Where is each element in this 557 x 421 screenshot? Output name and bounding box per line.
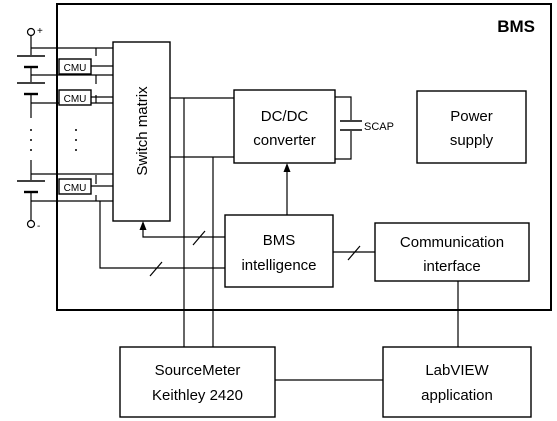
plus-terminal-label: +: [37, 26, 43, 37]
minus-terminal-label: -: [37, 221, 40, 232]
sourcemeter-line1: SourceMeter: [155, 362, 241, 379]
switch-matrix: Switch matrix: [112, 41, 171, 222]
cmu-1: CMU: [58, 58, 92, 75]
cmu-n-label: CMU: [64, 183, 87, 194]
power-supply-line1: Power: [450, 108, 493, 125]
internal-wiring: [99, 96, 459, 381]
bms-intelligence-line1: BMS: [263, 232, 296, 249]
bms-intelligence-line2: intelligence: [241, 257, 316, 274]
cmu-n: CMU: [58, 178, 92, 195]
labview-application: LabVIEW application: [382, 346, 532, 418]
comm-interface-line1: Communication: [400, 234, 504, 251]
cmu-1-label: CMU: [64, 63, 87, 74]
sourcemeter: SourceMeter Keithley 2420: [119, 346, 276, 418]
dcdc-label-line1: DC/DC: [261, 108, 309, 125]
communication-interface: Communication interface: [374, 222, 530, 282]
battery-stack: + -: [17, 26, 113, 232]
labview-line1: LabVIEW: [425, 362, 489, 379]
minus-terminal: [26, 219, 36, 229]
sourcemeter-line2: Keithley 2420: [152, 387, 243, 404]
switch-matrix-label: Switch matrix: [134, 86, 151, 176]
plus-terminal: [26, 27, 36, 37]
bms-frame: [56, 3, 552, 311]
dcdc-label-line2: converter: [253, 132, 316, 149]
cmu-2-label: CMU: [64, 94, 87, 105]
cmu-2: CMU: [58, 89, 92, 106]
bms-label: BMS: [497, 17, 535, 36]
power-supply-line2: supply: [450, 132, 494, 149]
labview-line2: application: [421, 387, 493, 404]
comm-interface-line2: interface: [423, 258, 481, 275]
stack-ellipsis: [30, 129, 77, 151]
power-supply: Power supply: [416, 90, 527, 164]
bms-intelligence: BMS intelligence: [224, 214, 334, 288]
scap-label: SCAP: [364, 121, 394, 133]
dcdc-converter: DC/DC converter: [233, 89, 336, 164]
